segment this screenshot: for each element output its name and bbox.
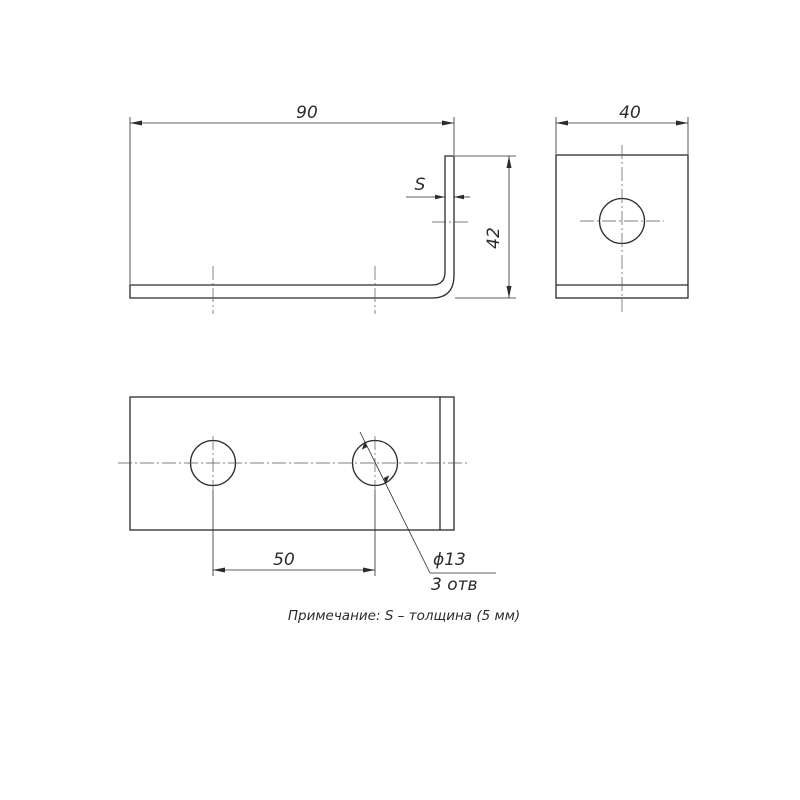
dimension-length-label: 90 xyxy=(296,103,318,123)
side-view: 40 xyxy=(555,103,689,312)
front-view-profile xyxy=(129,155,455,299)
dimension-hole-diameter: ϕ13 3 отв xyxy=(359,431,496,595)
dimension-hole-count-label: 3 отв xyxy=(431,575,478,595)
top-view-outline xyxy=(129,396,455,531)
dimension-thickness-label: S xyxy=(415,175,426,195)
dimension-hole-spacing: 50 xyxy=(212,490,376,576)
dimension-hole-spacing-label: 50 xyxy=(273,550,295,570)
dimension-height-label: 42 xyxy=(484,227,504,249)
drawing-note: Примечание: S – толщина (5 мм) xyxy=(288,608,520,624)
dimension-width-label: 40 xyxy=(619,103,641,123)
front-view: 90 42 S xyxy=(129,103,516,314)
dimension-height: 42 xyxy=(455,155,516,299)
dimension-thickness: S xyxy=(406,175,470,230)
dimension-width: 40 xyxy=(555,103,689,154)
dimension-length: 90 xyxy=(129,103,455,284)
dimension-hole-diameter-label: ϕ13 xyxy=(433,550,466,570)
top-view: 50 ϕ13 3 отв xyxy=(118,396,496,595)
